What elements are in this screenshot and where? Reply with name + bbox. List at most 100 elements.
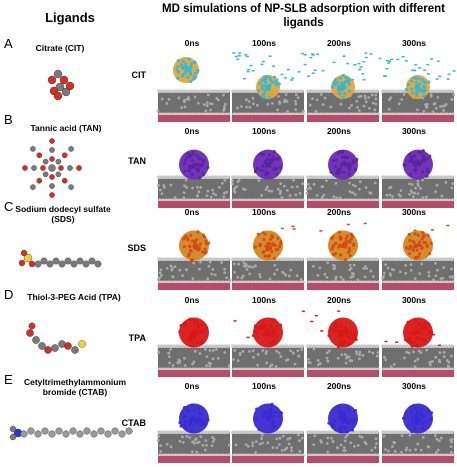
lipid-tail [305, 188, 309, 191]
lipid-headgroup [315, 344, 319, 349]
lipid-tail [434, 261, 437, 265]
lipid-tail [404, 271, 408, 275]
lipid-tail [210, 444, 214, 448]
surface-ligand [179, 424, 183, 428]
lipid-tail [244, 98, 248, 102]
lipid-headgroup [288, 430, 292, 435]
released-ligand [309, 56, 313, 59]
lipid-tail [325, 179, 328, 183]
lipid-headgroup [381, 257, 385, 262]
lipid-headgroup [178, 257, 182, 262]
surface-ligand [429, 411, 434, 415]
lipid-headgroup [205, 430, 209, 435]
ligands-heading: Ligands [45, 10, 95, 25]
lipid-tail [300, 436, 304, 440]
lipid-tail [196, 194, 199, 198]
surface-ligand [419, 411, 423, 416]
lipid-headgroup [163, 257, 167, 262]
lipid-tail [301, 182, 305, 186]
ctab-molecule [9, 425, 133, 441]
surface-ligand [353, 408, 358, 413]
lipid-tail [205, 443, 209, 447]
lipid-tail [442, 104, 446, 108]
lipid-tail [169, 445, 173, 449]
lipid-tail [325, 442, 329, 445]
lipid-tail [345, 356, 348, 360]
lipid-tail [201, 443, 205, 447]
surface-ligand [187, 169, 191, 173]
surface-ligand [195, 238, 199, 242]
lipid-tail [392, 363, 396, 366]
lipid-tail [191, 277, 195, 281]
surface-ligand [333, 329, 337, 333]
lipid-bilayer [307, 176, 379, 201]
lipid-headgroup [294, 257, 298, 262]
surface-ligand [201, 340, 206, 344]
lipid-tail [245, 105, 248, 109]
surface-ligand [194, 153, 199, 157]
lipid-headgroup [291, 257, 295, 262]
surface-ligand [269, 341, 273, 345]
ctab-tail-atom [125, 427, 133, 435]
surface-ligand [193, 241, 197, 245]
row-a-time-2: 200ns [326, 38, 352, 48]
surface-ligand [419, 327, 423, 331]
lipid-tail [382, 434, 386, 438]
lipid-headgroup [399, 175, 403, 179]
lipid-tail [280, 196, 284, 200]
lipid-headgroup [243, 344, 247, 349]
surface-ligand [189, 72, 193, 76]
lipid-tail [413, 191, 417, 195]
surface-ligand [186, 336, 190, 340]
sds-sulfur [23, 253, 33, 263]
surface-ligand [345, 334, 349, 338]
lipid-headgroup [234, 430, 238, 435]
surface-ligand [410, 79, 414, 83]
lipid-tail [450, 186, 454, 190]
row-d-ligand-name: Thiol-3-PEG Acid (TPA) [27, 292, 121, 302]
lipid-tail [373, 446, 377, 449]
lipid-tail [208, 260, 212, 264]
surface-ligand [261, 152, 266, 156]
released-ligand [303, 63, 307, 66]
surface-ligand [264, 412, 268, 416]
lipid-headgroup [231, 344, 235, 349]
surface-ligand [204, 239, 208, 243]
lipid-tail [157, 350, 160, 354]
surface-ligand [183, 420, 187, 424]
lipid-headgroup [288, 257, 292, 262]
lipid-headgroup [354, 175, 358, 179]
support-layer [232, 201, 304, 208]
released-ligand [247, 68, 251, 71]
released-ligand [237, 55, 241, 57]
lipid-headgroup [297, 257, 301, 262]
surface-ligand [414, 414, 418, 418]
lipid-tail [271, 446, 275, 449]
lipid-tail [215, 347, 218, 351]
lipid-headgroup [441, 344, 445, 349]
lipid-headgroup [438, 89, 442, 93]
surface-ligand [338, 323, 342, 328]
lipid-tail [359, 94, 363, 98]
lipid-tail [445, 359, 449, 362]
surface-ligand [333, 251, 338, 256]
surface-ligand [187, 244, 192, 248]
lipid-tail [233, 262, 236, 266]
sds-tail-atom [46, 260, 54, 268]
surface-ligand [410, 331, 414, 335]
surface-ligand [410, 87, 414, 91]
surface-ligand [184, 62, 188, 66]
surface-ligand [421, 154, 425, 158]
lipid-tail [279, 182, 283, 186]
lipid-headgroup [357, 430, 361, 435]
released-ligand [332, 61, 336, 64]
tannic-atom [42, 171, 49, 178]
lipid-bilayer [307, 431, 379, 456]
surface-ligand [195, 321, 199, 325]
lipid-headgroup [441, 89, 445, 93]
surface-ligand [187, 252, 191, 256]
lipid-headgroup [202, 430, 206, 435]
lipid-headgroup [226, 344, 230, 349]
lipid-headgroup [294, 175, 298, 179]
